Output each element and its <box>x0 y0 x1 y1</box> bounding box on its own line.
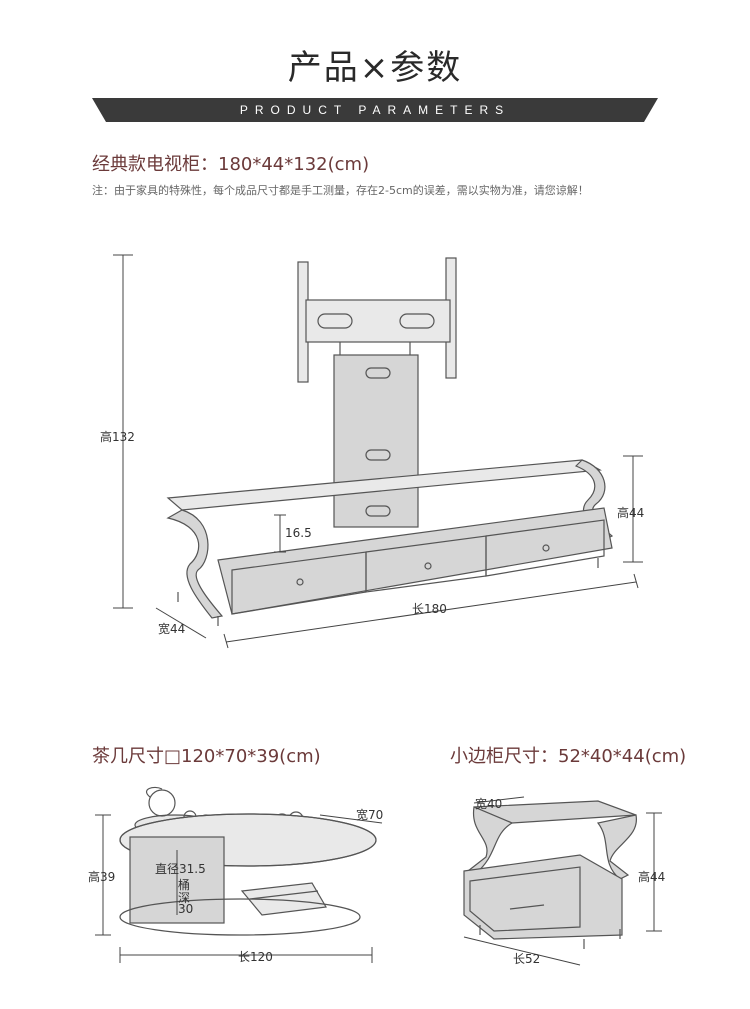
tv-cabinet-heading: 经典款电视柜：180*44*132(cm) <box>92 154 370 175</box>
side-depth-label: 宽40 <box>475 797 503 811</box>
side-height-label: 高44 <box>638 870 666 884</box>
coffee-bucket-label-1: 桶 <box>178 878 191 892</box>
coffee-height-label: 高39 <box>88 870 116 884</box>
coffee-diameter-label: 直径31.5 <box>155 862 206 876</box>
coffee-depth-label: 宽70 <box>356 808 384 822</box>
banner-text: PRODUCT PARAMETERS <box>239 103 511 117</box>
coffee-table-drawing <box>95 786 383 963</box>
coffee-bucket-label-3: 30 <box>178 902 194 916</box>
tv-length-label: 长180 <box>412 602 447 616</box>
banner-shape <box>92 98 658 122</box>
side-cabinet-heading: 小边柜尺寸：52*40*44(cm) <box>450 746 687 767</box>
coffee-length-label: 长120 <box>238 950 273 964</box>
coffee-bucket-label-2: 深 <box>178 891 191 905</box>
coffee-table-heading: 茶几尺寸□120*70*39(cm) <box>92 746 321 767</box>
measurement-note: 注：由于家具的特殊性，每个成品尺寸都是手工测量，存在2-5cm的误差，需以实物为… <box>92 184 589 197</box>
side-length-label: 长52 <box>513 952 541 966</box>
side-cabinet-drawing <box>463 796 662 966</box>
page-title: 产品×参数 <box>287 48 463 88</box>
tv-height-label: 高44 <box>617 506 645 520</box>
tv-height-total-label: 高132 <box>100 430 135 444</box>
tv-inner-height-label: 16.5 <box>285 526 312 540</box>
tv-cabinet-drawing <box>113 254 643 649</box>
tv-depth-label: 宽44 <box>158 622 186 636</box>
